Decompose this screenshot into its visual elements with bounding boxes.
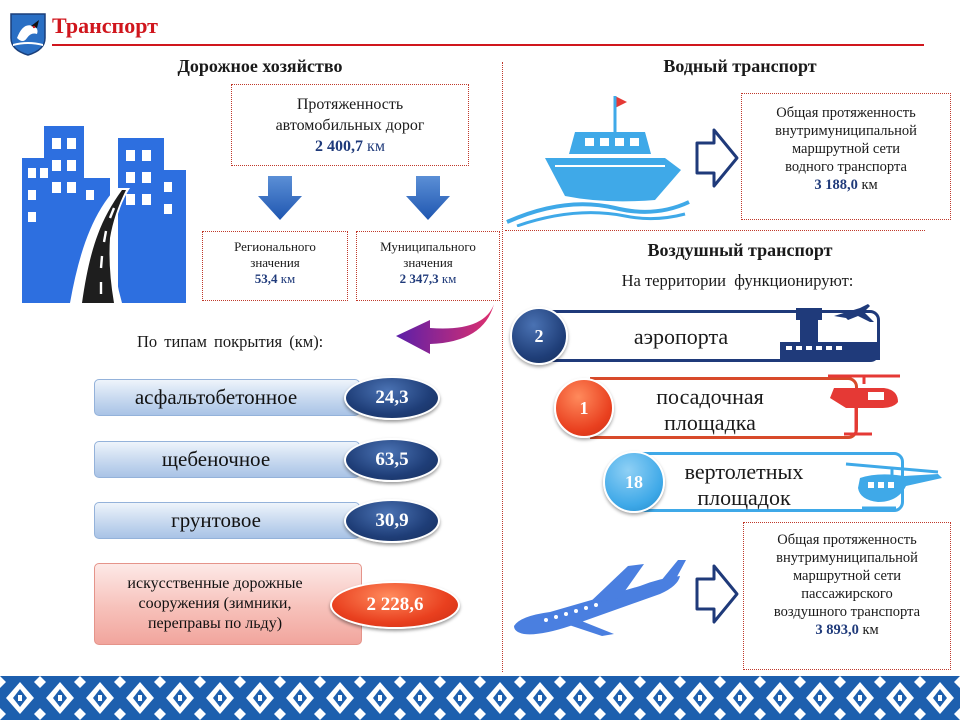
air-network-unit: км	[862, 622, 879, 638]
curved-arrow-icon	[396, 304, 494, 354]
air-item-helipads: вертолетных площадок	[640, 452, 904, 512]
road-total-value: 2 400,7	[315, 138, 364, 155]
coverage-label: грунтовое	[171, 508, 261, 532]
road-total-label-1: Протяженность	[296, 96, 404, 113]
water-network-box: Общая протяженность внутримуниципальной …	[741, 93, 951, 220]
road-total-value-line: 2 400,7 км	[232, 136, 468, 157]
regional-value-line: 53,4 км	[203, 271, 347, 287]
coverage-row-gravel: щебеночное	[94, 441, 360, 478]
arrow-down-icon	[258, 176, 302, 220]
road-total-label-2: автомобильных дорог	[275, 117, 425, 134]
air-network-label-5: воздушного транспорта	[773, 604, 921, 620]
air-item-label: посадочная	[656, 384, 764, 409]
water-value-line: 3 188,0 км	[742, 176, 950, 194]
air-network-label-2: внутримуниципальной	[776, 550, 918, 566]
road-regional-box: Регионального значения 53,4 км	[202, 231, 348, 301]
special-label-2: сооружения (зимники,	[138, 595, 292, 612]
section-divider-vertical	[502, 62, 503, 672]
road-municipal-box: Муниципального значения 2 347,3 км	[356, 231, 500, 301]
air-subtitle: На территории функционируют:	[621, 271, 854, 290]
air-count-badge: 18	[603, 451, 665, 513]
air-count-badge: 2	[510, 307, 568, 365]
helicopter-icon	[845, 462, 942, 510]
regional-label-2: значения	[250, 255, 300, 270]
water-label-4: водного транспорта	[785, 159, 907, 175]
regional-unit: км	[280, 271, 296, 286]
municipal-unit: км	[441, 271, 457, 286]
municipal-value-line: 2 347,3 км	[357, 271, 499, 287]
air-network-value-line: 3 893,0 км	[744, 621, 950, 639]
air-item-label: площадка	[664, 410, 756, 435]
ship-icon	[506, 96, 690, 227]
coverage-row-dirt: грунтовое	[94, 502, 360, 539]
municipal-value: 2 347,3	[399, 271, 439, 286]
airport-tower-icon	[780, 304, 880, 360]
air-count: 2	[534, 325, 544, 346]
helipad-icon	[828, 374, 900, 436]
air-network-label-1: Общая протяженность	[777, 532, 917, 548]
municipal-label-1: Муниципального	[380, 239, 476, 254]
air-item-landing-site: посадочная площадка	[590, 377, 858, 439]
road-section-title: Дорожное хозяйство	[177, 56, 343, 76]
title-divider	[52, 44, 924, 46]
city-road-icon	[22, 126, 186, 303]
coverage-label: асфальтобетонное	[134, 385, 298, 409]
water-unit: км	[861, 177, 878, 193]
air-count: 18	[625, 471, 643, 492]
air-item-label: аэропорта	[633, 324, 729, 349]
air-item-label: вертолетных	[684, 459, 804, 484]
chevron-right-icon	[695, 564, 739, 624]
air-network-box: Общая протяженность внутримуниципальной …	[743, 522, 951, 670]
city-road-illustration	[18, 118, 188, 303]
municipal-label-2: значения	[403, 255, 453, 270]
coverage-value-badge: 63,5	[344, 438, 440, 482]
road-total-unit: км	[367, 138, 385, 155]
emblem	[9, 12, 47, 56]
coverage-row-special: искусственные дорожные сооружения (зимни…	[94, 563, 362, 645]
section-divider-horizontal	[505, 230, 925, 231]
special-label-3: переправы по льду)	[147, 615, 283, 632]
air-network-label-3: маршрутной сети	[792, 568, 902, 584]
coverage-value: 24,3	[375, 387, 409, 408]
water-section-title: Водный транспорт	[663, 56, 817, 76]
special-label-1: искусственные дорожные	[127, 575, 303, 592]
coverage-value-badge: 24,3	[344, 376, 440, 420]
page-title: Транспорт	[52, 13, 158, 38]
coverage-label: щебеночное	[161, 447, 271, 471]
airplane-icon	[514, 560, 686, 636]
special-value: 2 228,6	[366, 594, 424, 615]
regional-value: 53,4	[254, 271, 278, 286]
coverage-title: По типам покрытия (км):	[137, 332, 324, 351]
air-count: 1	[579, 397, 589, 418]
coverage-value: 63,5	[375, 449, 409, 470]
chevron-right-icon	[695, 128, 739, 188]
water-label-2: внутримуниципальной	[775, 123, 917, 139]
water-label-1: Общая протяженность	[776, 105, 916, 121]
water-label-3: маршрутной сети	[791, 141, 901, 157]
road-total-box: Протяженность автомобильных дорог 2 400,…	[231, 84, 469, 166]
water-value: 3 188,0	[814, 177, 858, 193]
air-network-label-4: пассажирского	[801, 586, 893, 602]
air-count-badge: 1	[554, 378, 614, 438]
special-value-badge: 2 228,6	[330, 581, 460, 629]
air-network-value: 3 893,0	[815, 622, 859, 638]
arrow-down-icon	[406, 176, 450, 220]
ornament-pattern-icon	[0, 676, 960, 720]
coverage-value-badge: 30,9	[344, 499, 440, 543]
footer-ornament	[0, 676, 960, 720]
coverage-value: 30,9	[375, 510, 409, 531]
air-item-label: площадок	[697, 485, 791, 510]
air-section-title: Воздушный транспорт	[647, 240, 833, 260]
coverage-row-asphalt: асфальтобетонное	[94, 379, 360, 416]
coat-of-arms-icon	[10, 13, 46, 56]
regional-label-1: Регионального	[234, 239, 316, 254]
